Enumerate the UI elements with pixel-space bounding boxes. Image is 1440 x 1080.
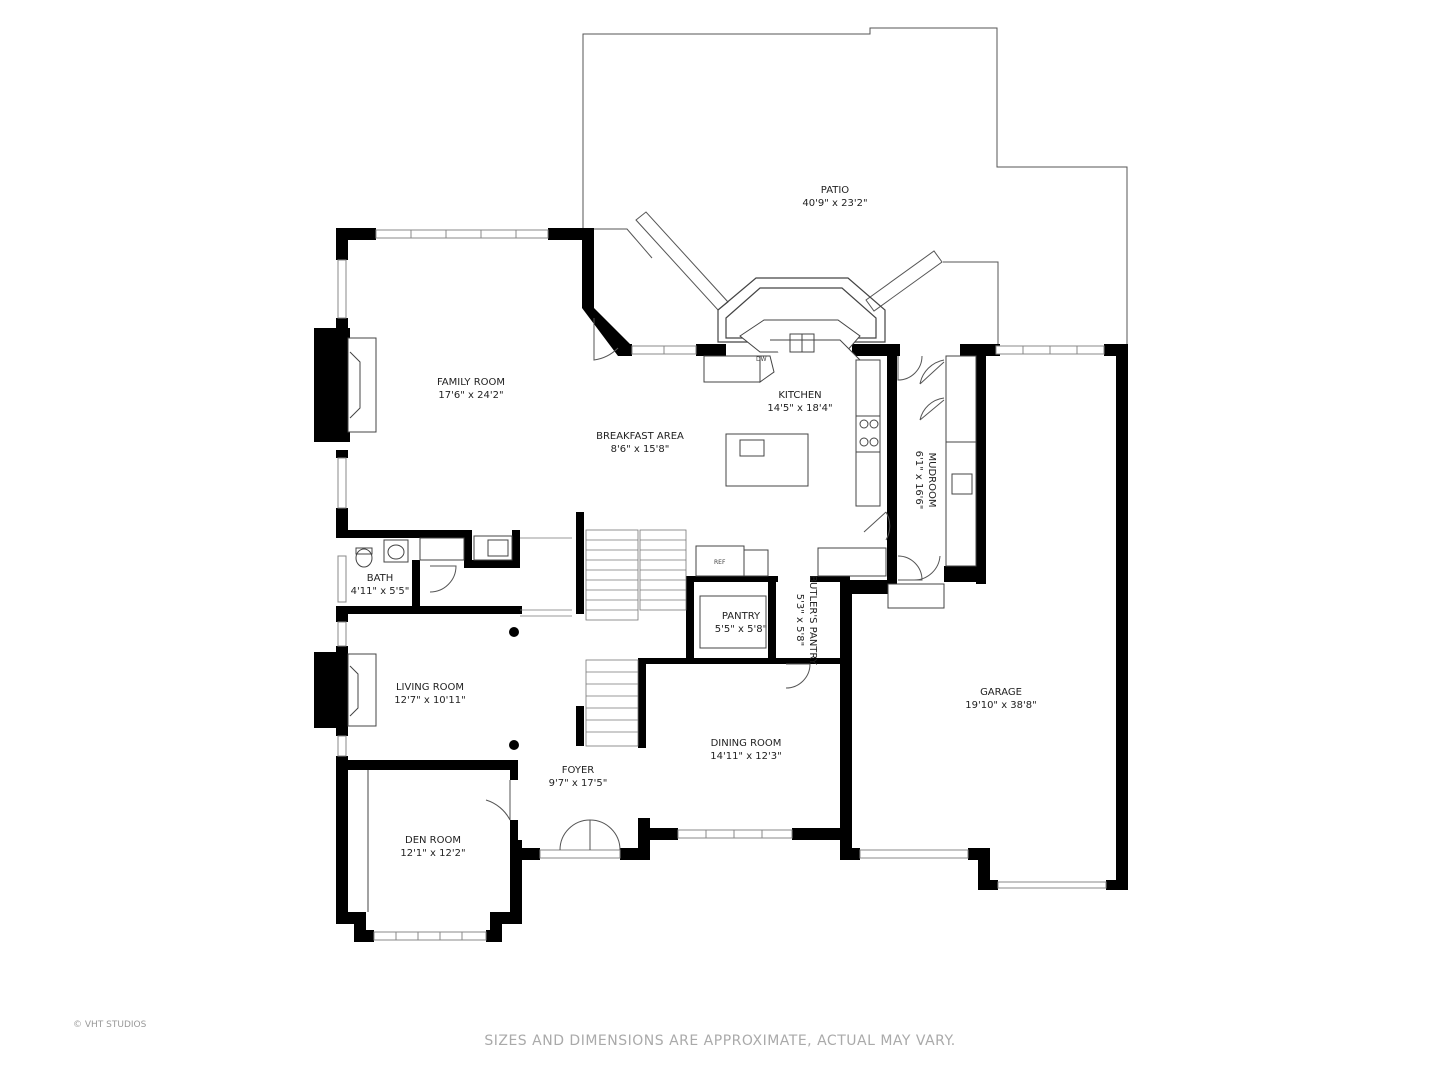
- dishwasher-label: DW: [756, 356, 767, 363]
- copyright-text: © VHT STUDIOS: [73, 1020, 147, 1030]
- doors: [429, 318, 945, 851]
- windows: [337, 229, 1107, 941]
- room-butlers-pantry: BUTLER'S PANTRY 5'3" x 5'8": [794, 575, 818, 666]
- stairs: [520, 529, 687, 747]
- patio-outline: [582, 27, 1128, 346]
- disclaimer-text: SIZES AND DIMENSIONS ARE APPROXIMATE, AC…: [484, 1033, 956, 1049]
- sinks: [355, 333, 973, 568]
- room-dims: 40'9" x 23'2": [802, 198, 867, 209]
- room-name: BUTLER'S PANTRY: [807, 575, 818, 666]
- room-name: GARAGE: [980, 687, 1022, 698]
- room-name: KITCHEN: [778, 390, 821, 401]
- room-dims: 5'3" x 5'8": [794, 594, 805, 646]
- room-dims: 12'1" x 12'2": [400, 848, 465, 859]
- room-patio: PATIO 40'9" x 23'2": [802, 185, 867, 209]
- room-name: MUDROOM: [926, 453, 937, 508]
- room-garage: GARAGE 19'10" x 38'8": [965, 687, 1037, 711]
- room-den-room: DEN ROOM 12'1" x 12'2": [400, 835, 465, 859]
- room-name: BREAKFAST AREA: [596, 431, 684, 442]
- refrigerator-label: REF: [714, 559, 726, 566]
- room-dims: 14'11" x 12'3": [710, 751, 782, 762]
- patio-steps: [635, 211, 943, 312]
- room-name: DINING ROOM: [711, 738, 782, 749]
- room-dims: 14'5" x 18'4": [767, 403, 832, 414]
- room-dims: 4'11" x 5'5": [351, 586, 410, 597]
- fireplace-living-room: [347, 653, 377, 727]
- room-family-room: FAMILY ROOM 17'6" x 24'2": [437, 377, 505, 401]
- room-foyer: FOYER 9'7" x 17'5": [549, 765, 608, 789]
- columns: [509, 627, 519, 750]
- room-bath: BATH 4'11" x 5'5": [351, 573, 410, 597]
- room-kitchen: KITCHEN 14'5" x 18'4": [767, 390, 832, 414]
- room-dims: 8'6" x 15'8": [611, 444, 670, 455]
- room-dims: 19'10" x 38'8": [965, 700, 1037, 711]
- room-name: PANTRY: [722, 611, 761, 622]
- room-dims: 17'6" x 24'2": [438, 390, 503, 401]
- room-name: FAMILY ROOM: [437, 377, 505, 388]
- walls: [314, 228, 1128, 942]
- room-name: PATIO: [821, 185, 850, 196]
- room-name: FOYER: [562, 765, 595, 776]
- room-pantry: PANTRY 5'5" x 5'8": [715, 611, 767, 635]
- room-living-room: LIVING ROOM 12'7" x 10'11": [394, 682, 466, 706]
- room-dining-room: DINING ROOM 14'11" x 12'3": [710, 738, 782, 762]
- fireplace-family-room: [314, 328, 377, 442]
- cooktop: [859, 419, 879, 447]
- room-dims: 9'7" x 17'5": [549, 778, 608, 789]
- room-mudroom: MUDROOM 6'1" x 16'6": [913, 451, 937, 510]
- room-name: DEN ROOM: [405, 835, 461, 846]
- room-name: LIVING ROOM: [396, 682, 464, 693]
- room-dims: 12'7" x 10'11": [394, 695, 466, 706]
- kitchen-bay: [717, 277, 886, 343]
- room-breakfast-area: BREAKFAST AREA 8'6" x 15'8": [596, 431, 684, 455]
- room-name: BATH: [367, 573, 394, 584]
- room-dims: 5'5" x 5'8": [715, 624, 767, 635]
- room-dims: 6'1" x 16'6": [913, 451, 924, 510]
